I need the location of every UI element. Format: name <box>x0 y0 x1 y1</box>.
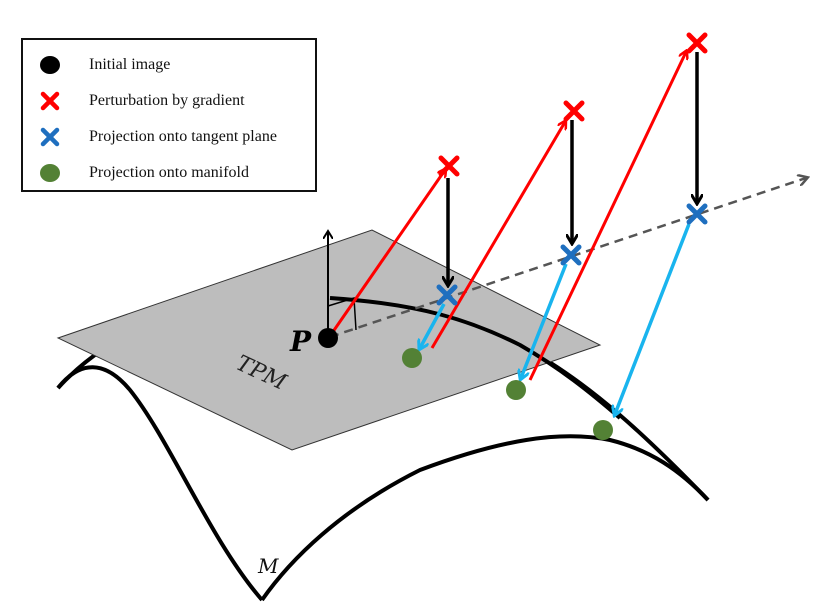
legend: Initial image Perturbation by gradient P… <box>21 38 317 192</box>
manifold-arrow-3 <box>615 223 691 414</box>
perturbation-marker-2 <box>563 100 585 122</box>
legend-item-manifold-projection: Projection onto manifold <box>23 158 315 188</box>
legend-label: Projection onto manifold <box>89 164 249 181</box>
legend-item-initial-image: Initial image <box>23 50 315 80</box>
perturbation-marker-3 <box>686 32 708 54</box>
manifold-point-2 <box>506 380 526 400</box>
initial-point <box>318 328 338 348</box>
manifold-arrow-1 <box>420 303 446 348</box>
blue-cross-icon <box>40 127 60 147</box>
legend-item-perturbation: Perturbation by gradient <box>23 86 315 116</box>
manifold-point-1 <box>402 348 422 368</box>
gradient-arrow-3 <box>528 52 686 381</box>
perturbation-marker-1 <box>438 155 460 177</box>
black-circle-icon <box>40 56 60 74</box>
tangent-projection-marker-1 <box>436 284 458 306</box>
manifold-point-3 <box>593 420 613 440</box>
green-circle-icon <box>40 164 60 182</box>
gradient-arrow-2 <box>430 122 565 349</box>
manifold-front-right-edge <box>260 434 710 602</box>
red-cross-icon <box>40 91 60 111</box>
tangent-projection-marker-2 <box>560 244 582 266</box>
manifold-label: M <box>257 554 279 578</box>
manifold-front-left-edge <box>56 365 264 602</box>
tangent-projection-marker-3 <box>686 203 708 225</box>
gradient-arrow-1 <box>328 170 445 337</box>
legend-item-tangent-projection: Projection onto tangent plane <box>23 122 315 152</box>
legend-label: Projection onto tangent plane <box>89 128 277 145</box>
legend-label: Perturbation by gradient <box>89 92 245 109</box>
point-label: P <box>289 325 312 358</box>
manifold-ridge-over-plane <box>329 296 622 420</box>
right-angle-marker <box>327 297 357 331</box>
legend-label: Initial image <box>89 56 171 73</box>
tangent-direction-dashed-line <box>329 178 806 339</box>
manifold-arrow-2 <box>521 263 568 378</box>
